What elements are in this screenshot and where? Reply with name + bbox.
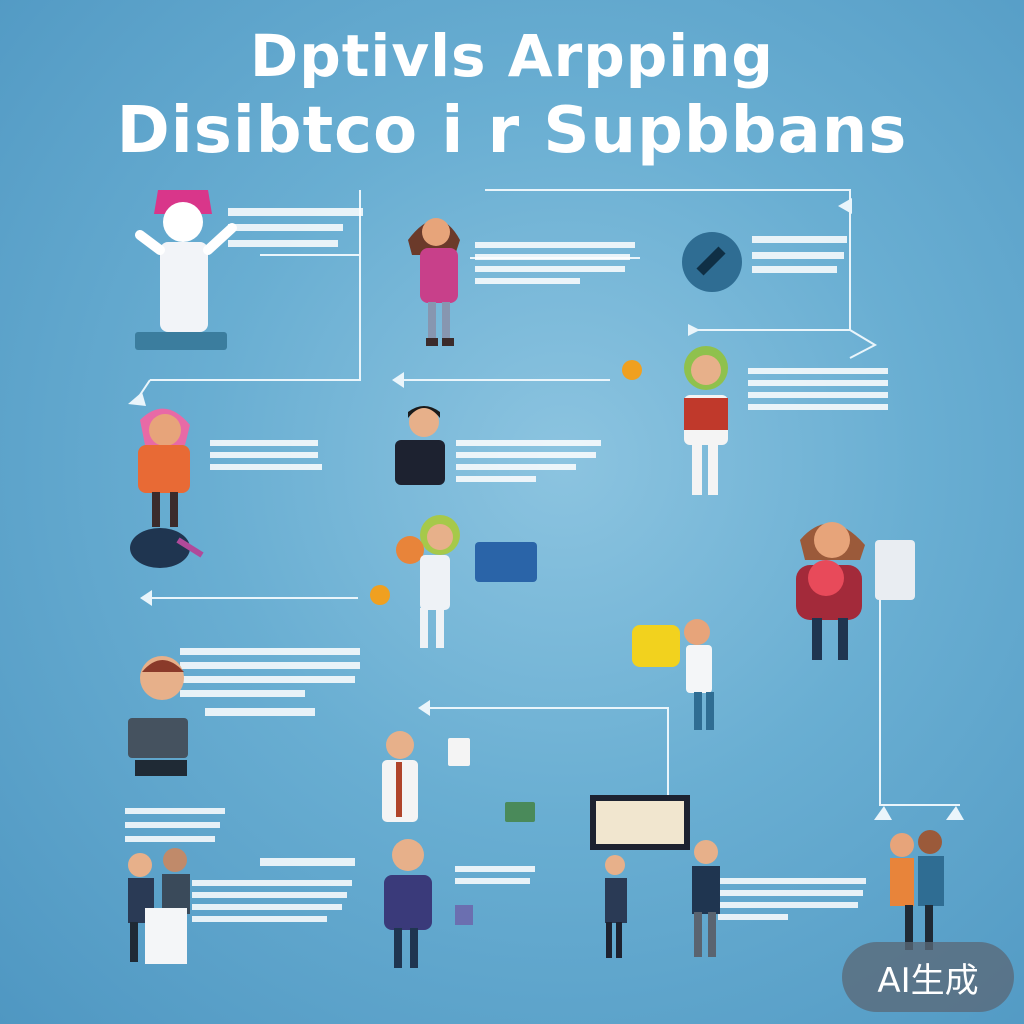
woman-orange-figure [130,408,204,568]
text-block [752,236,847,273]
arrow-heads [128,198,964,820]
text-block [748,368,888,410]
text-blocks [125,208,888,922]
arrow-icon [874,806,892,820]
text-block [455,866,535,884]
money-icon [505,802,535,822]
text-block [475,242,635,284]
couple-right-figure [890,830,944,950]
scientist-figure [370,515,537,648]
doctor-figure [135,190,237,350]
presentation-board-figure [590,795,720,958]
connector-line [879,600,960,806]
text-block [180,648,360,716]
connector-line [150,190,361,381]
man-laptop-figure [395,406,445,485]
title-line-2: Disibtco i r Supbbans [116,94,908,168]
globe-icon [682,232,742,292]
text-block [125,808,225,842]
text-block [456,440,601,482]
woman-pink-figure [408,218,460,346]
arrow-icon [688,324,700,336]
man-purple-figure [384,839,473,968]
doctor-clipboard-figure [382,731,470,822]
lightbulb-person-figure [632,619,714,730]
arrow-icon [140,590,152,606]
arrow-icon [418,700,430,716]
connector-line [420,707,669,795]
connector-line [849,329,878,359]
arrow-icon [838,198,852,214]
text-block [718,878,866,920]
text-block [192,858,355,922]
doctor-woman-figure [622,346,728,495]
man-desk-figure [128,656,188,776]
ai-generated-watermark: AI生成 [842,942,1014,1012]
arrow-icon [392,372,404,388]
arrow-icon [946,806,964,820]
text-block [228,208,363,247]
group-left-figure [128,848,190,964]
text-block [210,440,322,470]
woman-red-figure [796,522,915,660]
arrow-icon [128,392,146,406]
title-line-1: Dptivls Arpping [250,22,774,90]
connector-line [485,189,851,331]
connector-lines [137,189,960,806]
